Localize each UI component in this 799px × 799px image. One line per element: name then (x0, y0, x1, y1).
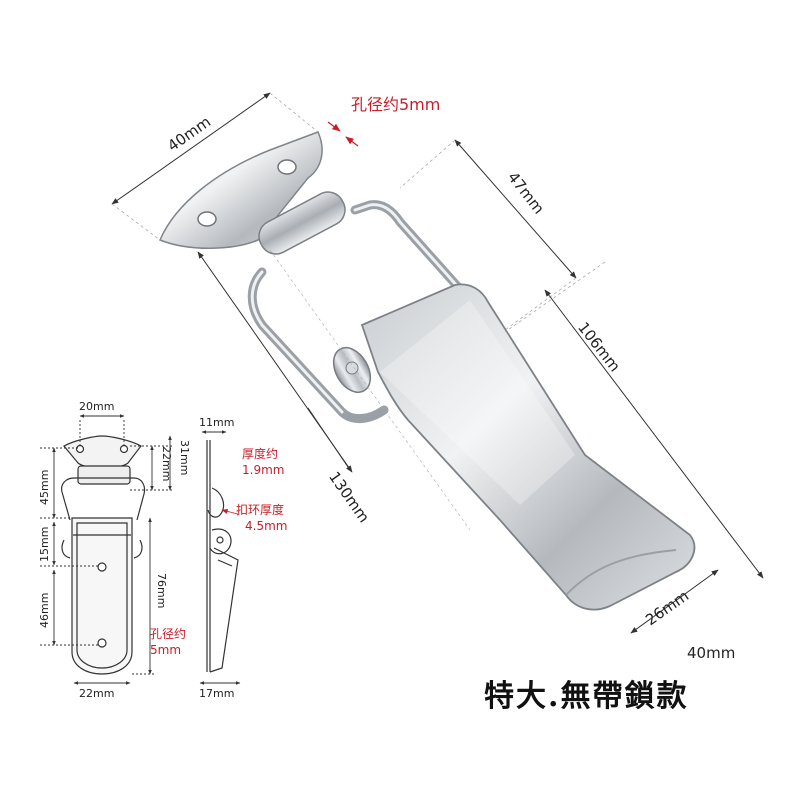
dim-22-vertical: 22mm (160, 446, 173, 481)
dim-11: 11mm (199, 416, 234, 429)
ring-thickness-label: 扣环厚度 (236, 502, 284, 517)
plate-hole-right (277, 159, 297, 175)
dim-45: 45mm (38, 470, 51, 505)
dim-hole-top: 孔径约5mm (351, 95, 440, 114)
dim-length-106: 106mm (574, 319, 624, 376)
thickness-value: 1.9mm (242, 463, 284, 477)
dim-46: 46mm (38, 593, 51, 628)
dim-length-47: 47mm (504, 168, 548, 217)
dim-31: 31mm (178, 440, 191, 475)
front-view-labels: 20mm 31mm 22mm 45mm 15mm 46mm 76mm 22mm … (38, 400, 191, 700)
dim-76: 76mm (155, 573, 168, 608)
side-view-dims (199, 430, 241, 685)
hole-label: 孔径约 (150, 626, 186, 641)
hole-value: 5mm (150, 643, 181, 657)
dim-15: 15mm (38, 527, 51, 562)
dim-width-bottom: 40mm (687, 644, 735, 662)
dim-22-bottom: 22mm (79, 687, 114, 700)
front-view-dims (40, 414, 172, 685)
plate-hole-left (197, 211, 217, 227)
dim-20: 20mm (79, 400, 114, 413)
dim-length-130: 130mm (325, 468, 373, 526)
front-view-drawing (61, 435, 146, 675)
hinge-knuckle (258, 191, 346, 255)
dim-width-top: 40mm (164, 113, 214, 155)
side-view-labels: 11mm 厚度约 1.9mm 扣环厚度 4.5mm 17mm (199, 416, 287, 700)
side-view-drawing (206, 440, 239, 673)
dim-17: 17mm (199, 687, 234, 700)
thickness-label: 厚度约 (242, 446, 278, 461)
product-title: 特大.無帶鎖款 (484, 679, 688, 714)
dim-width-26: 26mm (642, 587, 692, 629)
ring-thickness-value: 4.5mm (245, 519, 287, 533)
